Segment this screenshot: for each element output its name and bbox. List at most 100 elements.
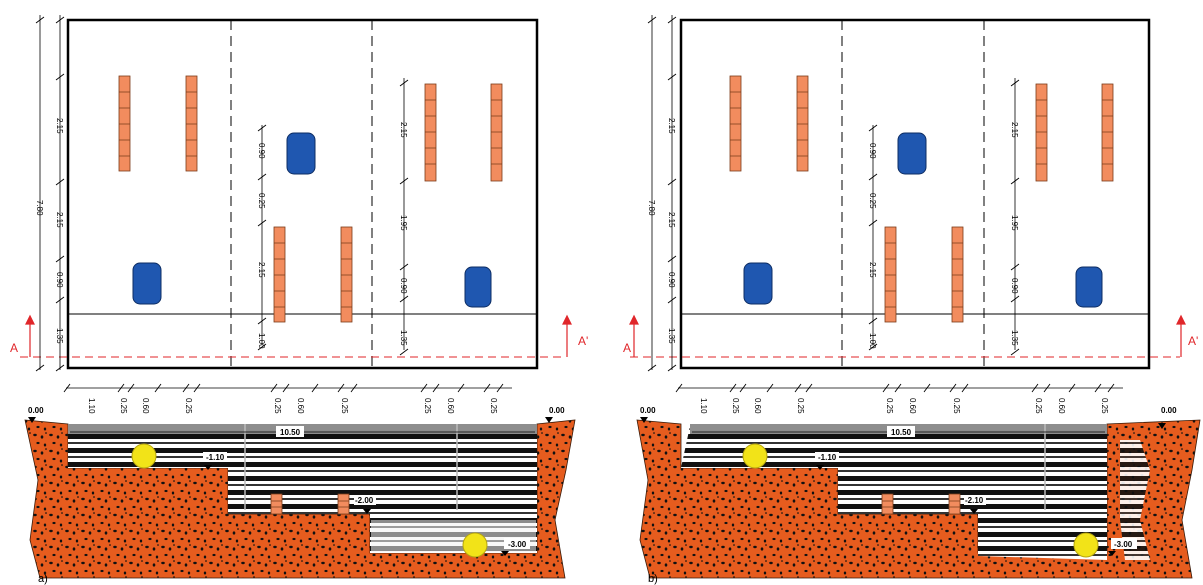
level-triangle-icon <box>501 551 509 556</box>
brick-column <box>1035 83 1048 182</box>
brick-column <box>424 83 437 182</box>
dimension-label: 0.25 <box>257 193 266 209</box>
dimension-label: 1.00 <box>868 333 877 349</box>
dimension-label: 2.15 <box>55 118 64 134</box>
section-arrow-icon <box>629 314 639 357</box>
marker-circle <box>742 443 768 469</box>
dimension-label: 2.15 <box>257 262 266 278</box>
total-width-label: 10.50 <box>891 428 912 437</box>
dimension-label: 0.60 <box>296 398 305 414</box>
dimension-label: 0.90 <box>55 272 64 288</box>
section-label-left: A <box>623 341 631 355</box>
section-brick <box>948 493 961 515</box>
dimension-label: 1.10 <box>699 398 708 414</box>
panel-caption: a) <box>38 573 48 585</box>
brick-column <box>1101 83 1114 182</box>
plan-frame <box>66 18 539 370</box>
section-arrow-icon <box>1176 314 1186 357</box>
level-label: -3.00 <box>1114 540 1133 549</box>
water-tank <box>1075 266 1103 308</box>
dimension-label: 0.25 <box>1034 398 1043 414</box>
brick-column <box>796 75 809 172</box>
dimension-label: 0.25 <box>340 398 349 414</box>
brick-column <box>118 75 131 172</box>
dimension-label: 0.25 <box>489 398 498 414</box>
dimension-label: 0.25 <box>952 398 961 414</box>
dimension-label: 0.90 <box>868 143 877 159</box>
dimension-label: 0.25 <box>885 398 894 414</box>
level-triangle-icon <box>970 509 978 514</box>
dimension-label: 1.35 <box>55 328 64 344</box>
level-triangle-icon <box>1108 551 1116 556</box>
level-triangle-icon <box>816 465 824 470</box>
dimension-label: 0.25 <box>1100 398 1109 414</box>
level-label: 0.00 <box>28 406 44 415</box>
section-brick <box>881 493 894 515</box>
panel-a: 7.80 2.15 2.15 0.90 1.35 0.90 0.25 2.15 … <box>10 15 588 585</box>
dimension-label: 0.60 <box>446 398 455 414</box>
level-label: -2.10 <box>965 496 984 505</box>
level-label: -3.00 <box>508 540 527 549</box>
marker-circle <box>131 443 157 469</box>
dimension-label: 1.35 <box>399 330 408 346</box>
level-label: 0.00 <box>640 406 656 415</box>
section-brick <box>337 493 350 515</box>
dimension-label: 0.90 <box>399 278 408 294</box>
dimension-label: 0.25 <box>423 398 432 414</box>
water-tank <box>132 262 162 305</box>
section-arrow-icon <box>562 314 572 357</box>
water-tank <box>464 266 492 308</box>
brick-column <box>729 75 742 172</box>
water-fill <box>681 424 1107 560</box>
dimension-label: 0.90 <box>1010 278 1019 294</box>
brick-column <box>340 226 353 323</box>
level-label: -1.10 <box>206 453 225 462</box>
plan-frame <box>679 18 1151 370</box>
dimension-label: 2.15 <box>667 118 676 134</box>
level-triangle-icon <box>640 417 648 423</box>
total-width-label: 10.50 <box>280 428 301 437</box>
dimension-label: 2.15 <box>868 262 877 278</box>
section-arrow-icon <box>25 314 35 357</box>
dimension-label: 1.10 <box>87 398 96 414</box>
dimension-label: 0.25 <box>119 398 128 414</box>
dimension-label: 0.90 <box>667 272 676 288</box>
marker-circle <box>462 532 488 558</box>
level-triangle-icon <box>1158 423 1166 429</box>
dimension-label: 0.60 <box>1057 398 1066 414</box>
dimension-label: 1.95 <box>1010 215 1019 231</box>
dimension-label: 0.25 <box>273 398 282 414</box>
level-triangle-icon <box>545 417 553 423</box>
dimension-label: 0.90 <box>257 143 266 159</box>
section-label-right: A' <box>1188 334 1198 348</box>
brick-column <box>185 75 198 172</box>
brick-column <box>490 83 503 182</box>
level-label: 0.00 <box>549 406 565 415</box>
dimension-label: 1.95 <box>399 215 408 231</box>
water-tank <box>897 132 927 175</box>
water-tank <box>286 132 316 175</box>
panel-caption: b) <box>648 573 658 585</box>
level-label: 0.00 <box>1161 406 1177 415</box>
dimension-label: 2.15 <box>399 122 408 138</box>
water-tank <box>743 262 773 305</box>
dimension-label: 2.15 <box>667 212 676 228</box>
overall-height-label: 7.80 <box>35 200 44 216</box>
dimension-label: 1.00 <box>257 333 266 349</box>
dimension-label: 2.15 <box>1010 122 1019 138</box>
brick-column <box>951 226 964 323</box>
section-label-right: A' <box>578 334 588 348</box>
level-label: -2.00 <box>355 496 374 505</box>
level-triangle-icon <box>204 465 212 470</box>
dimension-label: 0.25 <box>184 398 193 414</box>
brick-column <box>273 226 286 323</box>
dimension-label: 0.60 <box>753 398 762 414</box>
level-label: -1.10 <box>818 453 837 462</box>
panel-b: 7.80 2.15 2.15 0.90 1.35 0.90 0.25 2.15 … <box>623 15 1201 585</box>
dimension-label: 0.60 <box>141 398 150 414</box>
section-brick <box>270 493 283 515</box>
overall-height-label: 7.80 <box>647 200 656 216</box>
dimension-label: 0.25 <box>868 193 877 209</box>
level-triangle-icon <box>28 417 36 423</box>
